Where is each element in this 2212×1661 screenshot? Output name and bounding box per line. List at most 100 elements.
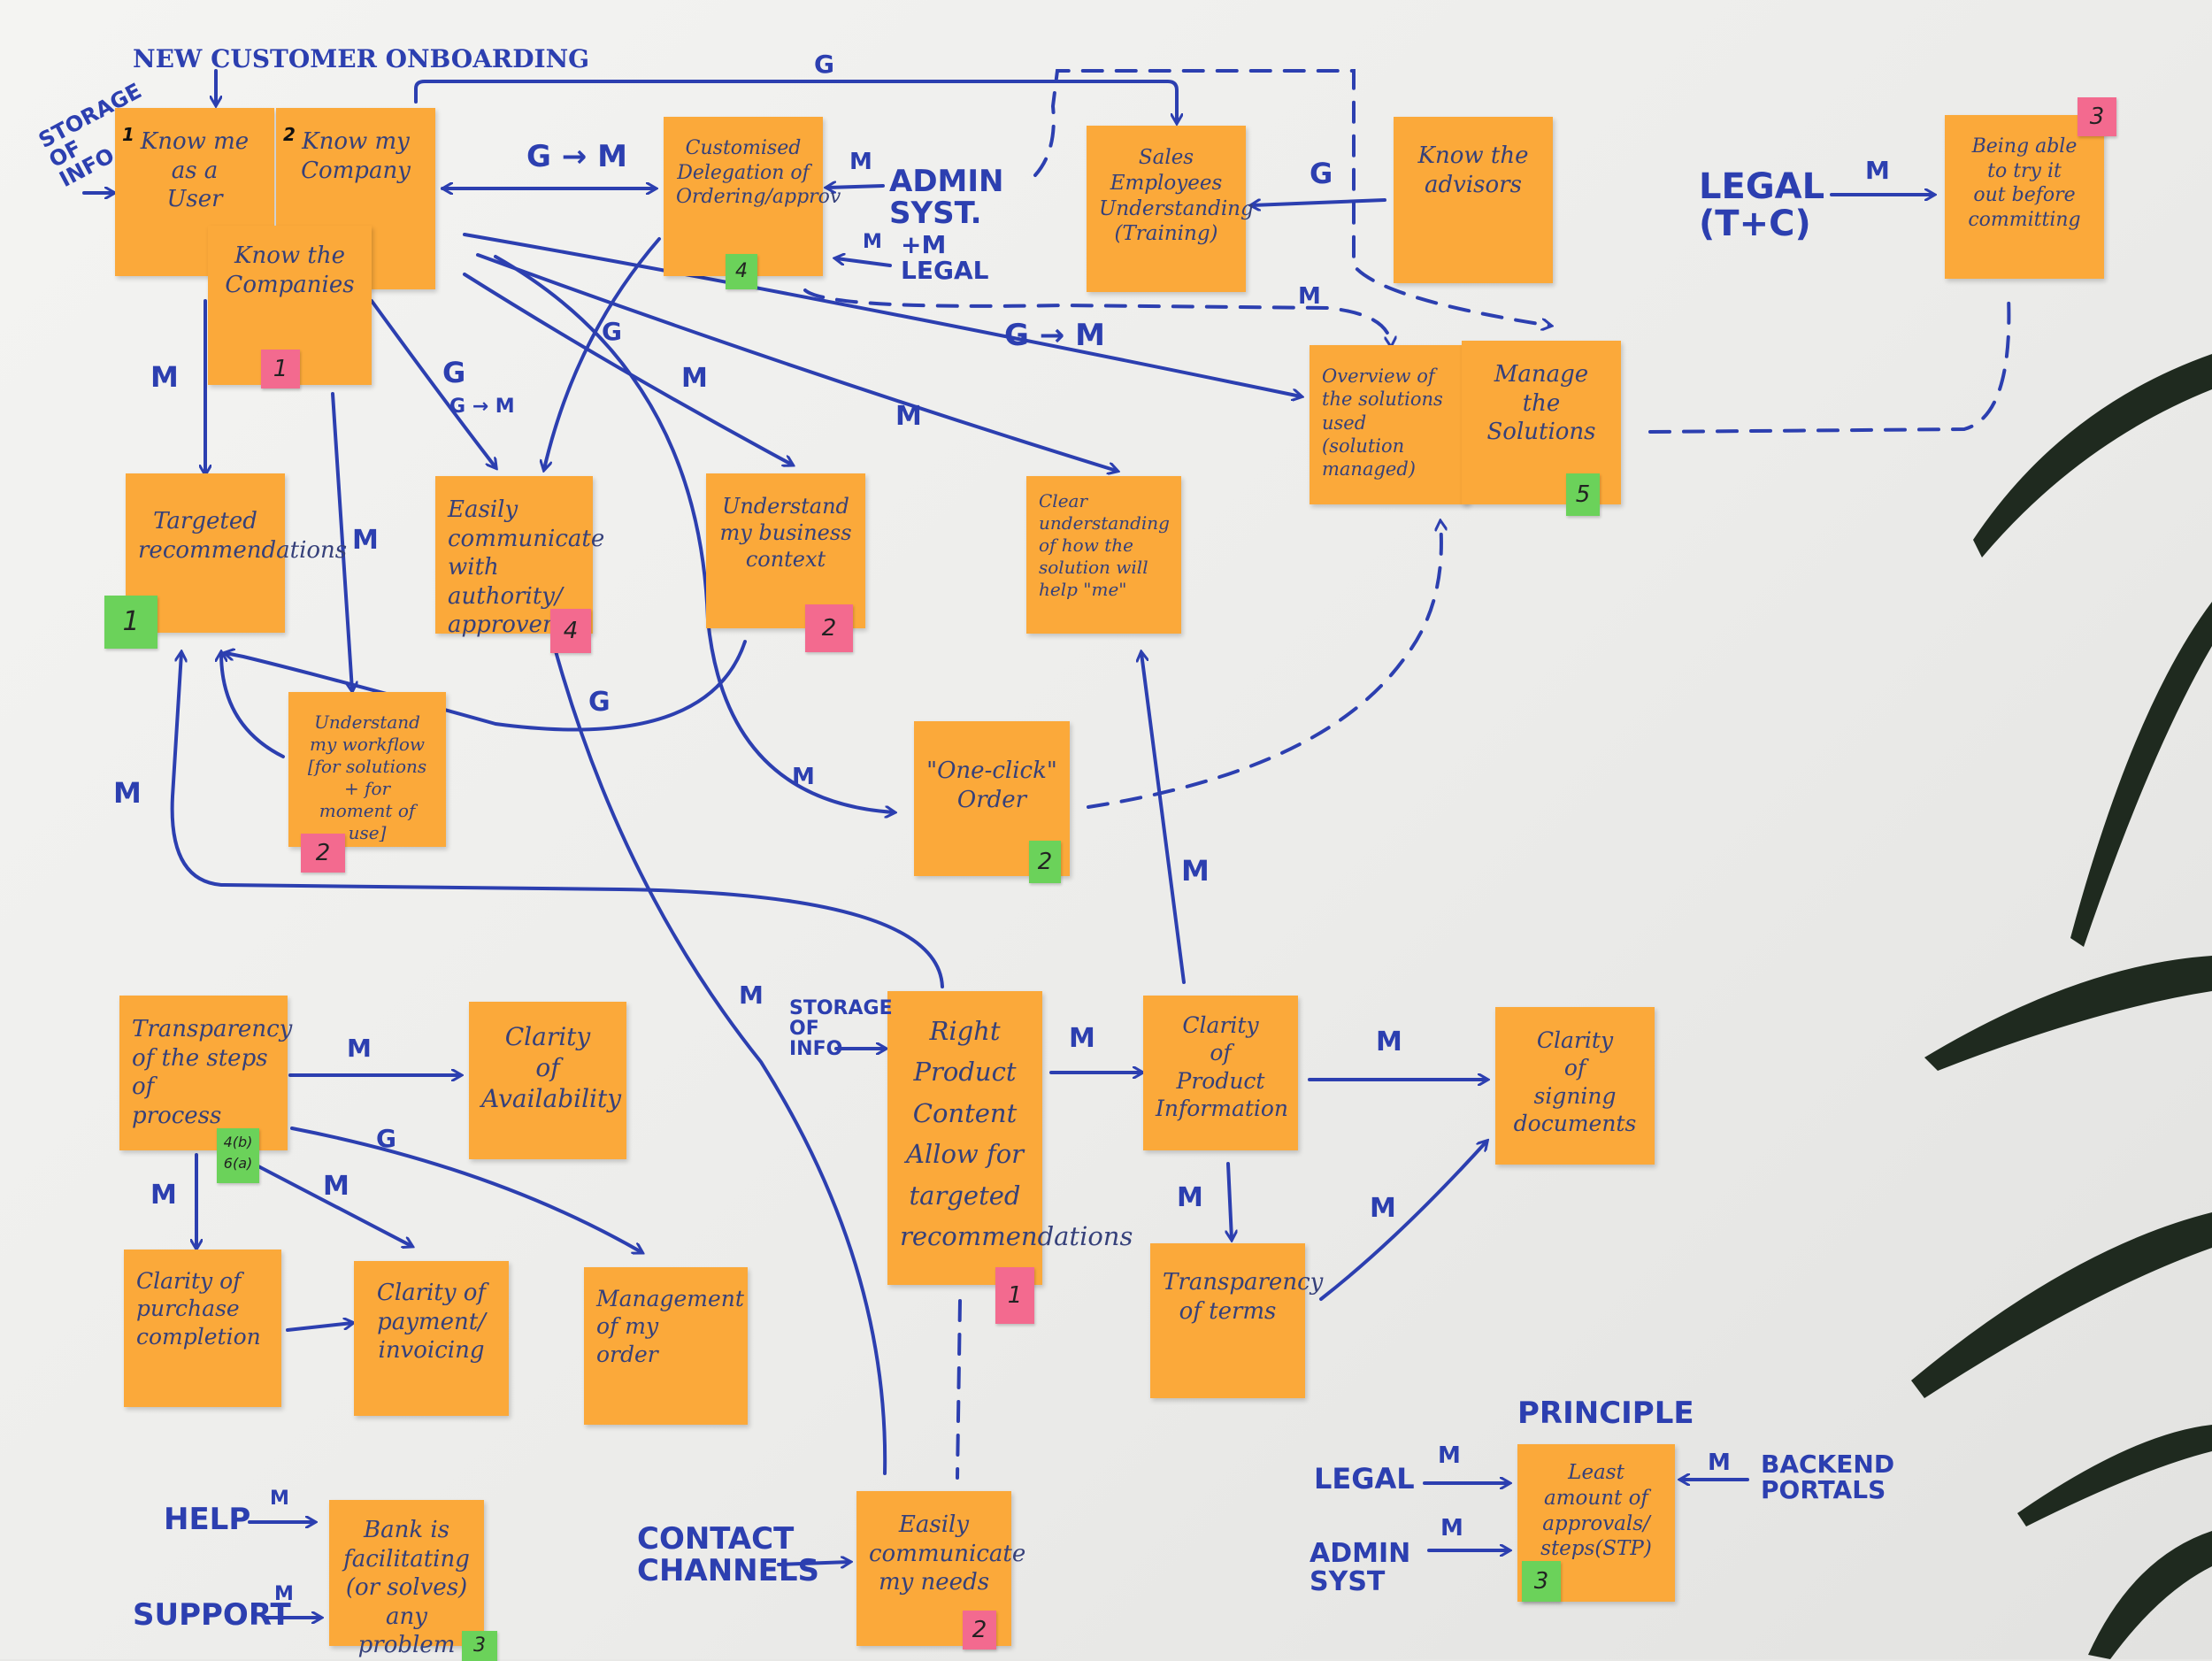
edge-content-targeted bbox=[170, 653, 944, 988]
label-legal-bottom: LEGAL bbox=[1314, 1462, 1415, 1496]
note-clarity-payment-invoicing: Clarity of payment/ invoicing bbox=[354, 1261, 509, 1416]
edge-transparency-management bbox=[290, 1127, 641, 1252]
edge-top-loop-sales bbox=[414, 80, 1177, 122]
note-text: Being able to try it out before committi… bbox=[1968, 135, 2081, 231]
edge-workflow-targeted bbox=[221, 653, 285, 758]
note-text: Know my Company bbox=[301, 128, 411, 184]
edge-legal-customised bbox=[836, 258, 892, 267]
priority-badge: 2 bbox=[1029, 841, 1061, 883]
edge-company-business bbox=[463, 273, 792, 465]
edge-label-m: M bbox=[270, 1488, 289, 1510]
label-backend-portals: BACKEND PORTALS bbox=[1761, 1450, 1895, 1505]
note-text: Clarity of Availability bbox=[481, 1022, 622, 1113]
priority-badge: 1 bbox=[995, 1267, 1034, 1324]
edge-label-g-m: G → M bbox=[449, 396, 515, 418]
note-overview-solutions: Overview of the solutions used (solution… bbox=[1310, 345, 1469, 504]
edge-label-m: M bbox=[1708, 1450, 1731, 1476]
dashed-oneclick-overview bbox=[1087, 522, 1441, 809]
edge-transparency-payment bbox=[257, 1165, 411, 1246]
edge-label-m: M bbox=[863, 231, 882, 253]
edge-companies-workflow bbox=[331, 392, 352, 690]
note-least-amount-approvals: Least amount of approvals/ steps(STP) 3 bbox=[1517, 1444, 1675, 1602]
label-admin-syst: ADMIN SYST. bbox=[889, 164, 1004, 231]
edge-label-m: M bbox=[1440, 1515, 1463, 1542]
plant-leaves-image bbox=[1911, 354, 2212, 1659]
note-bank-facilitating: Bank is facilitating (or solves) any pro… bbox=[329, 1500, 497, 1661]
note-text: Management of my order bbox=[596, 1286, 744, 1367]
edge-company-overview bbox=[463, 233, 1301, 396]
label-m-legal: +M LEGAL bbox=[901, 230, 989, 286]
edge-label-g: G bbox=[814, 50, 834, 79]
edge-label-g: G bbox=[376, 1124, 396, 1153]
edge-label-m: M bbox=[849, 149, 872, 175]
edge-label-m: M bbox=[792, 764, 815, 790]
note-sales-employees: Sales Employees Understanding (Training) bbox=[1087, 126, 1254, 292]
note-know-the-advisors: Know the advisors bbox=[1394, 117, 1553, 283]
edge-company-easily bbox=[370, 299, 495, 467]
edge-label-m: M bbox=[274, 1583, 294, 1605]
edge-label-g: G bbox=[1310, 157, 1333, 190]
note-text: Sales Employees Understanding (Training) bbox=[1099, 146, 1254, 246]
note-customised-delegation: Customised Delegation of Ordering/approv… bbox=[664, 117, 841, 289]
note-index: 2 bbox=[283, 124, 296, 145]
note-text: Know the Companies bbox=[225, 242, 355, 298]
label-storage-of-info-mid: STORAGE OF INFO bbox=[789, 997, 893, 1061]
edge-company-clear bbox=[476, 253, 1117, 471]
priority-badge: 1 bbox=[261, 350, 300, 388]
note-text: Know the advisors bbox=[1417, 142, 1529, 198]
edge-label-g-m: G → M bbox=[1004, 318, 1105, 353]
note-easily-communicate-authority: Easily communicate with authority/ appro… bbox=[435, 476, 604, 653]
label-contact-channels: CONTACT CHANNELS bbox=[637, 1521, 820, 1588]
priority-badge: 4 bbox=[550, 609, 591, 653]
note-text: Manage the Solutions bbox=[1486, 361, 1596, 445]
note-clarity-of-availability: Clarity of Availability bbox=[469, 1002, 626, 1159]
note-easily-communicate-needs: Easily communicate my needs 2 bbox=[856, 1491, 1025, 1649]
note-one-click-order: "One-click" Order 2 bbox=[914, 721, 1070, 883]
note-know-the-companies: Know the Companies 1 bbox=[208, 226, 372, 388]
note-clear-understanding: Clear understanding of how the solution … bbox=[1026, 476, 1181, 634]
note-text: Bank is facilitating (or solves) any pro… bbox=[343, 1517, 470, 1658]
priority-badge: 4 bbox=[726, 254, 757, 289]
note-text: Least amount of approvals/ steps(STP) bbox=[1540, 1461, 1652, 1561]
note-clarity-purchase-completion: Clarity of purchase completion bbox=[124, 1250, 281, 1407]
edge-label-m: M bbox=[150, 1180, 177, 1211]
edge-label-g: G bbox=[442, 356, 466, 389]
edge-label-m: M bbox=[681, 363, 708, 394]
dashed-admin-loop bbox=[1033, 69, 1550, 326]
edge-label-g: G bbox=[602, 317, 622, 346]
note-understand-business-context: Understand my business context 2 bbox=[706, 473, 865, 652]
note-text: Know me as a User bbox=[140, 128, 250, 212]
priority-badge: 5 bbox=[1566, 473, 1600, 516]
edge-terms-signing bbox=[1319, 1142, 1486, 1301]
priority-badge: 3 bbox=[2078, 97, 2116, 136]
note-text: Clarity of purchase completion bbox=[136, 1268, 261, 1350]
edge-label-m: M bbox=[1069, 1023, 1095, 1054]
edge-label-m: M bbox=[150, 360, 179, 394]
edge-label-m: M bbox=[323, 1171, 349, 1202]
page-title: NEW CUSTOMER ONBOARDING bbox=[133, 44, 590, 73]
priority-badge: 4(b) 6(a) bbox=[217, 1128, 259, 1183]
edge-customised-easily bbox=[544, 237, 661, 469]
note-text: Targeted recommendations bbox=[138, 508, 348, 564]
note-text: Customised Delegation of Ordering/approv bbox=[676, 137, 841, 208]
note-transparency-of-steps: Transparency of the steps of process 4(b… bbox=[119, 996, 292, 1183]
edge-label-m: M bbox=[739, 980, 764, 1010]
edge-label-m: M bbox=[1298, 283, 1321, 310]
edge-contact-needs bbox=[777, 1562, 849, 1565]
edge-product-terms bbox=[1228, 1162, 1232, 1239]
edge-label-g-m: G → M bbox=[526, 139, 627, 174]
edge-label-m: M bbox=[1865, 156, 1890, 185]
dashed-content-needs bbox=[956, 1299, 962, 1480]
note-understand-my-workflow: Understand my workflow [for solutions + … bbox=[288, 692, 446, 873]
note-text: Understand my business context bbox=[719, 494, 852, 572]
note-text: Clarity of signing documents bbox=[1513, 1027, 1637, 1136]
edge-label-m: M bbox=[1370, 1193, 1396, 1224]
note-text: Clarity of Product Information bbox=[1156, 1012, 1289, 1121]
note-right-product-content: Right Product Content Allow for targeted… bbox=[887, 991, 1133, 1324]
note-try-before-committing: Being able to try it out before committi… bbox=[1945, 97, 2116, 279]
edge-label-m: M bbox=[1177, 1182, 1203, 1213]
label-admin-syst-bottom: ADMIN SYST bbox=[1310, 1538, 1411, 1597]
edge-label-g: G bbox=[588, 687, 611, 718]
note-text: Understand my workflow [for solutions + … bbox=[307, 711, 427, 843]
